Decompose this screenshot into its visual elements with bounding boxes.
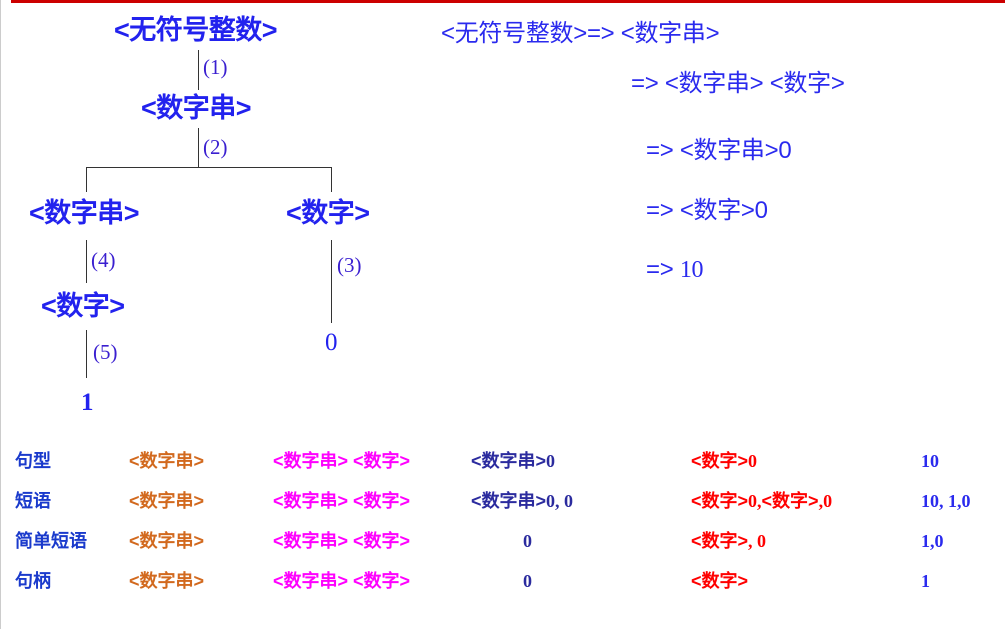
tree-edge-4 (86, 240, 87, 283)
cell-handle-col6: 1 (921, 571, 930, 591)
cell-number-tail: ,0 (818, 491, 833, 511)
tree-edge-3 (331, 240, 332, 323)
cell-number: 0 (546, 451, 556, 471)
tree-edge-root-to-digitstring (198, 50, 199, 90)
row-label: 句型 (15, 451, 51, 471)
cell-sentential-col6: 10 (921, 451, 939, 471)
tree-branch-right-drop (331, 167, 332, 192)
tree-leaf-one: 1 (81, 389, 94, 416)
derivation-line-4-rhs: <数字>0 (679, 197, 768, 224)
cell-simple-phrase-col2: <数字串> (129, 531, 205, 551)
cell-phrase-col6: 10, 1,0 (921, 491, 971, 511)
cell-handle-col5: <数字> (691, 571, 749, 591)
cell-number: 0 (748, 451, 758, 471)
cell-number: , 0 (748, 531, 767, 551)
derivation-line-5-arrow: => (646, 256, 674, 283)
derivation-line-4: => <数字>0 (646, 199, 768, 223)
cell-nonterminal-second: <数字> (761, 491, 819, 511)
derivation-line-3-arrow: => (646, 137, 674, 164)
tree-edge-label-3: (3) (337, 253, 362, 277)
cell-nonterminal: <数字> (691, 531, 749, 551)
tree-node-digitstring-1: <数字串> (141, 93, 252, 123)
cell-nonterminal: <数字串> (471, 451, 547, 471)
cell-handle-col2: <数字串> (129, 571, 205, 591)
tree-node-digit-left: <数字> (41, 291, 125, 321)
tree-edge-label-5: (5) (93, 340, 118, 364)
derivation-line-2-rhs: <数字串> <数字> (664, 70, 845, 97)
derivation-line-5-rhs: 10 (679, 257, 704, 283)
cell-phrase-col5: <数字>0,<数字>,0 (691, 492, 832, 510)
cell-phrase-col2: <数字串> (129, 491, 205, 511)
derivation-line-1: <无符号整数>=> <数字串> (441, 20, 720, 47)
cell-phrase-col4: <数字串>0, 0 (471, 492, 573, 510)
cell-number: 0 (523, 571, 532, 591)
cell-number: 0 (523, 531, 532, 551)
table-row: 短语 <数字串> <数字串> <数字> <数字串>0, 0 <数字>0,<数字>… (1, 492, 1005, 530)
row-label: 句柄 (15, 571, 51, 591)
classification-table: 句型 <数字串> <数字串> <数字> <数字串>0 <数字>0 10 短语 <… (1, 446, 1005, 629)
tree-node-digit-right: <数字> (286, 198, 370, 228)
tree-branch-bar (86, 167, 332, 168)
derivation-line-3-rhs: <数字串>0 (679, 137, 792, 164)
cell-simple-phrase-col6: 1,0 (921, 531, 944, 551)
cell-nonterminal: <数字> (691, 451, 749, 471)
table-row: 句柄 <数字串> <数字串> <数字> 0 <数字> 1 (1, 572, 1005, 610)
cell-sentential-col3: <数字串> <数字> (273, 451, 411, 471)
derivation-line-1-rhs: <数字串> (620, 20, 720, 47)
cell-number: 0, (748, 491, 762, 511)
tree-edge-label-2: (2) (203, 135, 228, 159)
derivation-line-4-arrow: => (646, 197, 674, 224)
row-label: 短语 (15, 491, 51, 511)
cell-sentential-col5: <数字>0 (691, 452, 757, 470)
tree-leaf-zero: 0 (325, 329, 338, 356)
derivation-line-3: => <数字串>0 (646, 137, 792, 164)
derivation-line-2: => <数字串> <数字> (631, 72, 845, 96)
top-rule-divider (11, 0, 1005, 3)
cell-simple-phrase-col5: <数字>, 0 (691, 532, 766, 550)
derivation-line-2-arrow: => (631, 70, 659, 97)
row-label: 简单短语 (15, 531, 87, 551)
cell-handle-col4: 0 (471, 572, 591, 590)
derivation-line-1-lhs: <无符号整数> (441, 20, 587, 47)
tree-branch-left-drop (86, 167, 87, 192)
derivation-line-5: => 10 (646, 256, 704, 283)
cell-number: 0, 0 (546, 491, 574, 511)
cell-sentential-col4: <数字串>0 (471, 452, 555, 470)
tree-node-digitstring-2: <数字串> (29, 198, 140, 228)
cell-handle-col3: <数字串> <数字> (273, 571, 411, 591)
cell-nonterminal: <数字> (691, 491, 749, 511)
tree-edge-label-1: (1) (203, 55, 228, 79)
table-row: 句型 <数字串> <数字串> <数字> <数字串>0 <数字>0 10 (1, 452, 1005, 490)
table-row: 简单短语 <数字串> <数字串> <数字> 0 <数字>, 0 1,0 (1, 532, 1005, 570)
tree-edge-label-4: (4) (91, 248, 116, 272)
derivation-line-1-arrow: => (586, 20, 615, 47)
cell-nonterminal: <数字串> (471, 491, 547, 511)
tree-edge-5 (86, 330, 87, 378)
cell-simple-phrase-col3: <数字串> <数字> (273, 531, 411, 551)
cell-simple-phrase-col4: 0 (471, 532, 591, 550)
cell-phrase-col3: <数字串> <数字> (273, 491, 411, 511)
tree-edge-digitstring-branch (198, 128, 199, 168)
tree-node-root: <无符号整数> (114, 15, 278, 45)
cell-sentential-col2: <数字串> (129, 451, 205, 471)
